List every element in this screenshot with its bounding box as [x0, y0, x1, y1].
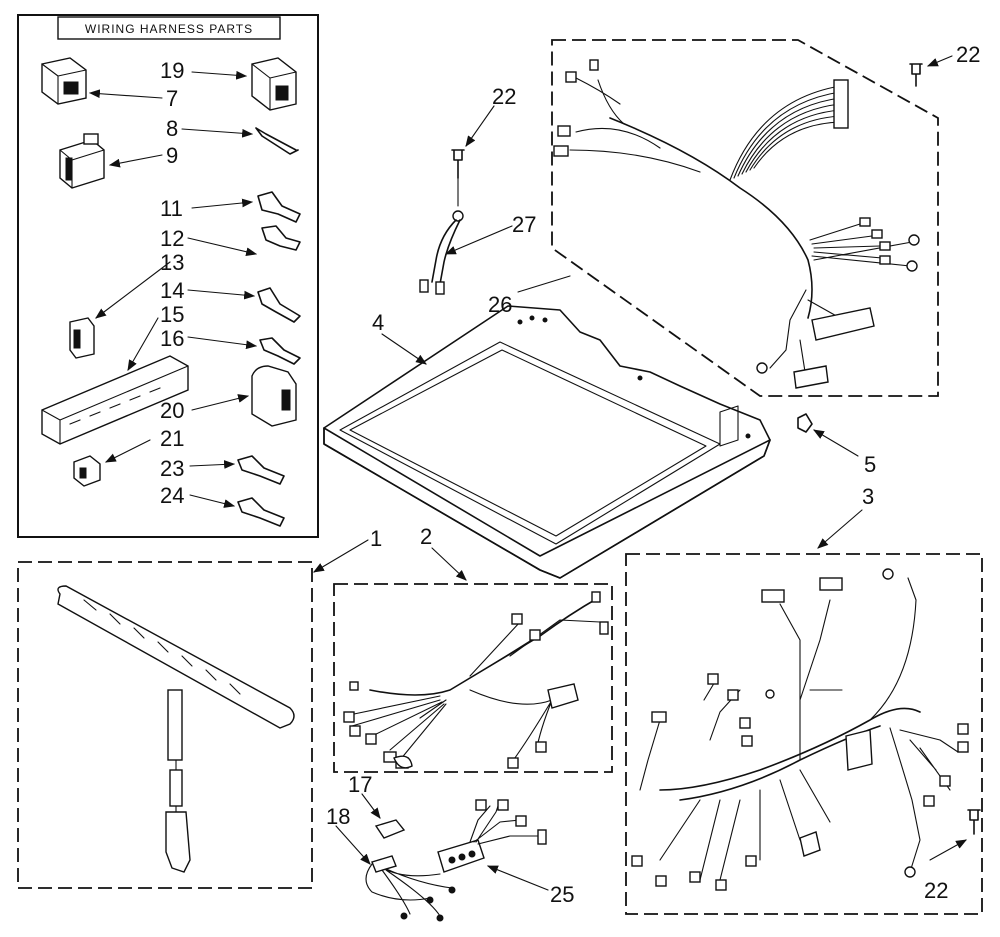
callout-11: 11: [160, 196, 183, 221]
callout-23: 23: [160, 456, 184, 481]
callout-22-bottom-right: 22: [924, 878, 948, 903]
connector-21: [73, 455, 101, 487]
callout-24: 24: [160, 483, 184, 508]
callout-14: 14: [160, 278, 184, 303]
connector-19: [251, 57, 297, 111]
terminal-8: [255, 127, 299, 155]
callout-2: 2: [420, 524, 432, 549]
callout-9: 9: [166, 143, 178, 168]
terminal-23: [237, 455, 285, 485]
callout-13: 13: [160, 250, 184, 275]
callout-8: 8: [166, 116, 178, 141]
callout-18: 18: [326, 804, 350, 829]
wiring-harness-parts-inset: WIRING HARNESS PARTS: [17, 14, 319, 538]
terminal-12: [261, 225, 301, 251]
switch-assembly-1-box: [17, 561, 313, 889]
harness-2-box: [333, 583, 613, 773]
clip-5: [797, 413, 813, 433]
harness-25: [437, 799, 547, 873]
callout-5: 5: [864, 452, 876, 477]
harness-18: [365, 855, 456, 922]
terminal-24: [237, 497, 285, 527]
connector-13: [69, 317, 95, 359]
callout-4: 4: [372, 310, 384, 335]
inset-title: WIRING HARNESS PARTS: [85, 22, 253, 36]
screw-22-bottom-right: [967, 809, 981, 835]
screw-22-top-right: [909, 63, 923, 87]
callout-27: 27: [512, 212, 536, 237]
callout-7: 7: [166, 86, 178, 111]
clip-17: [374, 819, 406, 839]
callout-21: 21: [160, 426, 184, 451]
callout-22-top-center: 22: [492, 84, 516, 109]
terminal-block-15: [41, 355, 189, 445]
callout-15: 15: [160, 302, 184, 327]
terminal-11: [257, 191, 301, 223]
callout-12: 12: [160, 226, 184, 251]
harness-26-box: [551, 39, 939, 397]
top-panel-4: [323, 305, 771, 579]
callout-22-top-right: 22: [956, 42, 980, 67]
callout-19: 19: [160, 58, 184, 83]
terminal-16: [259, 337, 301, 365]
callout-16: 16: [160, 326, 184, 351]
callout-17: 17: [348, 772, 372, 797]
callout-3: 3: [862, 484, 874, 509]
connector-9: [59, 133, 105, 189]
callout-1: 1: [370, 526, 382, 551]
callout-25: 25: [550, 882, 574, 907]
wire-27: [419, 149, 465, 295]
callout-26: 26: [488, 292, 512, 317]
callout-20: 20: [160, 398, 184, 423]
terminal-14: [257, 287, 301, 323]
connector-20: [251, 365, 297, 427]
connector-7: [41, 57, 87, 105]
harness-3-box: [625, 553, 983, 915]
